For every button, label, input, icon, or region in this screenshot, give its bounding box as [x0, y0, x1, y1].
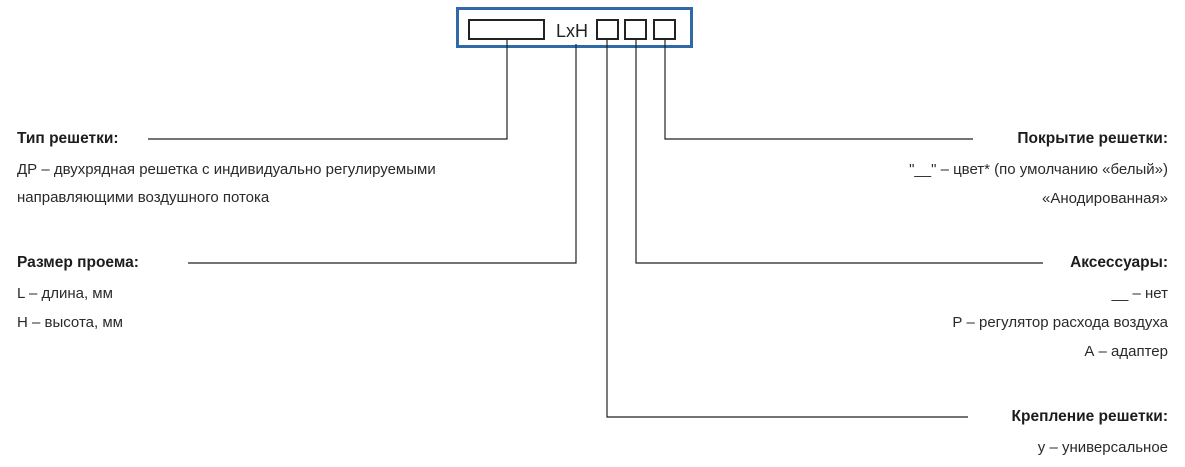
grille-type-line-1: ДР – двухрядная решетка с индивидуально …: [17, 161, 436, 178]
coating-title: Покрытие решетки:: [1017, 130, 1168, 147]
size-code-label: LxH: [556, 21, 589, 41]
mounting-line-1: у – универсальное: [1037, 439, 1168, 456]
accessories-line-3: А – адаптер: [1084, 343, 1168, 360]
grille-type-title: Тип решетки:: [17, 130, 119, 147]
accessories-slot: [624, 19, 647, 40]
accessories-leader: [635, 40, 1043, 264]
opening-size-line-2: H – высота, мм: [17, 314, 123, 331]
accessories-line-2: Р – регулятор расхода воздуха: [952, 314, 1168, 331]
opening-size-leader: [188, 44, 577, 264]
mounting-leader: [606, 40, 968, 418]
grille-type-slot: [468, 19, 545, 40]
coating-line-1: "__" – цвет* (по умолчанию «белый»): [909, 161, 1168, 178]
mounting-slot: [596, 19, 619, 40]
coating-line-2: «Анодированная»: [1042, 190, 1168, 207]
opening-size-line-1: L – длина, мм: [17, 285, 113, 302]
accessories-line-1: __ – нет: [1111, 285, 1168, 302]
grille-type-leader: [148, 40, 508, 140]
coating-leader: [664, 40, 973, 140]
grille-type-line-2: направляющими воздушного потока: [17, 189, 270, 206]
mounting-title: Крепление решетки:: [1011, 408, 1168, 425]
opening-size-title: Размер проема:: [17, 254, 139, 271]
accessories-title: Аксессуары:: [1070, 254, 1168, 271]
coating-slot: [653, 19, 676, 40]
